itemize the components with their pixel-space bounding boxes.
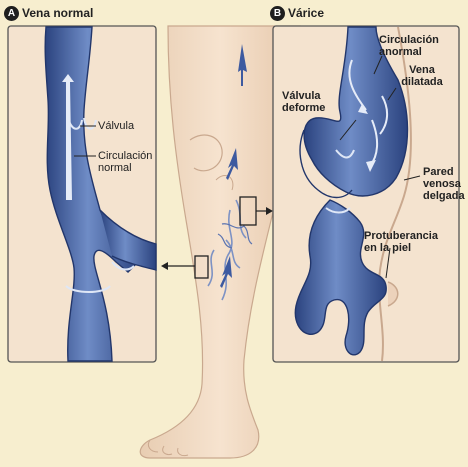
knee-contour xyxy=(189,134,223,172)
panel-a-badge: A xyxy=(4,6,19,21)
thin-wall-label: Pared venosa delgada xyxy=(423,166,465,202)
bulge-leader xyxy=(385,247,391,279)
deformed-line1: Válvula xyxy=(282,90,321,102)
normal-valve-lower xyxy=(65,285,111,293)
dilated-vein-label: Vena dilatada xyxy=(398,64,446,88)
bulge-line1: Protuberancia xyxy=(364,230,438,242)
thin-wall-leader xyxy=(403,175,421,181)
bulge-label: Protuberancia en la piel xyxy=(364,230,438,254)
valve-label: Válvula xyxy=(98,120,135,132)
dilated-leader xyxy=(387,87,397,101)
flow-label: Circulación normal xyxy=(98,150,152,174)
dilated-line2: dilatada xyxy=(401,76,443,89)
thin-line1: Pared xyxy=(423,166,454,178)
deformed-valve-outline xyxy=(299,129,353,199)
normal-valve-branch xyxy=(111,261,135,271)
panel-b-badge: B xyxy=(270,6,285,21)
normal-vein-branch xyxy=(99,209,157,271)
abnormal-line2: anormal xyxy=(379,46,422,59)
panel-b-drawing xyxy=(272,25,460,363)
thin-line2: venosa xyxy=(423,178,461,191)
abnormal-flow-heads xyxy=(358,104,376,172)
deformed-valve-label: Válvula deforme xyxy=(282,90,325,114)
flow-label-line2: normal xyxy=(98,162,132,175)
thin-line3: delgada xyxy=(423,190,465,203)
panel-a-drawing xyxy=(7,25,157,363)
abnormal-leader xyxy=(373,55,383,75)
leg-flow-arrows xyxy=(220,44,247,288)
panel-b-title: Várice xyxy=(288,6,325,20)
marker-box-normal xyxy=(194,255,209,279)
tortuous-vein xyxy=(294,199,387,356)
normal-flow-arrow xyxy=(62,74,74,200)
dilated-line1: Vena xyxy=(409,64,435,76)
deformed-line2: deforme xyxy=(282,102,326,115)
pointer-arrowhead-b xyxy=(266,207,273,215)
skin-edge xyxy=(378,26,412,362)
dilated-vein xyxy=(303,26,409,197)
toes-contour xyxy=(147,439,189,457)
skin-bulge xyxy=(387,281,399,307)
lower-valve xyxy=(325,207,351,214)
deformed-valve-leaflet xyxy=(335,149,355,159)
bulge-line2: en la piel xyxy=(364,242,412,255)
abnormal-flow-label: Circulación anormal xyxy=(379,34,439,58)
panel-a-title: Vena normal xyxy=(22,6,94,20)
leg-tangled-veins xyxy=(217,223,253,249)
deformed-leader xyxy=(339,119,357,141)
flow-label-line1: Circulación xyxy=(98,150,153,162)
pointer-arrowhead-a xyxy=(161,262,168,270)
abnormal-line1: Circulación xyxy=(379,34,439,46)
